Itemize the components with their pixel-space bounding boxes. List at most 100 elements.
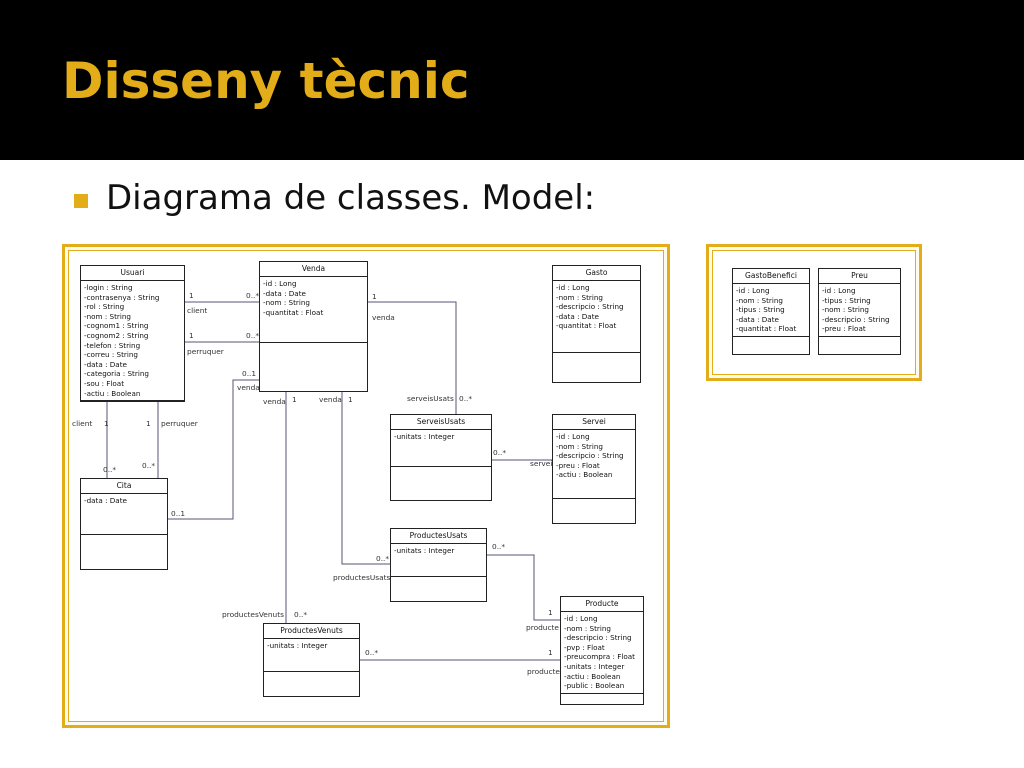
class-attribute: -correu : String [84, 350, 138, 360]
class-attribute: -id : Long [263, 279, 297, 288]
label-role: producte [527, 667, 560, 676]
class-attribute: -preu : Float [556, 460, 600, 470]
class-gasto: Gasto -id : Long-nom : String-descripcio… [552, 265, 641, 383]
class-venda: Venda -id : Long-data : Date-nom : Strin… [259, 261, 368, 392]
title-bar [0, 0, 1024, 160]
class-attribute: -public : Boolean [564, 681, 625, 691]
label-mult: 1 [104, 419, 109, 428]
class-productesvenuts: ProductesVenuts -unitats : Integer [263, 623, 360, 697]
class-attributes: -id : Long-nom : String-descripcio : Str… [561, 612, 643, 694]
label-mult: 0..1 [242, 369, 256, 378]
label-mult: 0..* [459, 394, 472, 403]
label-mult: 1 [548, 608, 553, 617]
class-serveisusats: ServeisUsats -unitats : Integer [390, 414, 492, 501]
class-attribute: -quantitat : Float [263, 307, 324, 317]
class-usuari: Usuari -login : String-contrasenya : Str… [80, 265, 185, 402]
class-name: Servei [553, 415, 635, 430]
label-role: venda [263, 397, 286, 406]
label-mult: 1 [146, 419, 151, 428]
class-attribute: -preu : Float [822, 324, 866, 334]
class-attribute: -telefon : String [84, 340, 141, 350]
label-mult: 0..* [103, 465, 116, 474]
class-attributes: -data : Date [81, 494, 167, 535]
class-attribute: -cognom1 : String [84, 321, 149, 331]
class-cita: Cita -data : Date [80, 478, 168, 570]
class-attribute: -nom : String [564, 623, 611, 633]
class-attributes: -id : Long-nom : String-tipus : String-d… [733, 284, 809, 337]
class-attribute: -pvp : Float [564, 642, 605, 652]
class-preu: Preu -id : Long-tipus : String-nom : Str… [818, 268, 901, 355]
class-attribute: -rol : String [84, 302, 125, 312]
label-mult: 1 [348, 395, 353, 404]
class-attributes: -id : Long-nom : String-descripcio : Str… [553, 430, 635, 499]
label-mult: 0..* [142, 461, 155, 470]
class-attribute: -actiu : Boolean [564, 671, 621, 681]
label-mult: 1 [372, 292, 377, 301]
label-mult: 0..* [246, 331, 259, 340]
class-attribute: -preucompra : Float [564, 652, 635, 662]
label-role: venda [319, 395, 342, 404]
class-name: Usuari [81, 266, 184, 281]
class-attribute: -data : Date [84, 359, 127, 369]
class-attributes: -id : Long-nom : String-descripcio : Str… [553, 281, 640, 353]
class-attribute: -unitats : Integer [564, 661, 625, 671]
label-mult: 0..* [246, 291, 259, 300]
class-name: Venda [260, 262, 367, 277]
label-role: client [187, 306, 207, 315]
label-mult: 0..* [492, 542, 505, 551]
class-attributes: -id : Long-data : Date-nom : String-quan… [260, 277, 367, 343]
class-attribute: -cognom2 : String [84, 330, 149, 340]
class-name: Producte [561, 597, 643, 612]
class-attribute: -descripcio : String [556, 302, 624, 312]
class-name: GastoBenefici [733, 269, 809, 284]
class-attribute: -descripcio : String [564, 633, 632, 643]
class-gastobenefici: GastoBenefici -id : Long-nom : String-ti… [732, 268, 810, 355]
class-attribute: -descripcio : String [822, 314, 890, 324]
class-productesusats: ProductesUsats -unitats : Integer [390, 528, 487, 602]
label-role: servei [530, 459, 552, 468]
class-attribute: -quantitat : Float [556, 321, 617, 331]
label-mult: 0..1 [171, 509, 185, 518]
label-role: client [72, 419, 92, 428]
class-attribute: -categoria : String [84, 369, 149, 379]
class-attribute: -quantitat : Float [736, 324, 797, 334]
label-mult: 0..* [376, 554, 389, 563]
class-attribute: -tipus : String [736, 305, 785, 315]
class-attribute: -contrasenya : String [84, 292, 160, 302]
label-mult: 1 [548, 648, 553, 657]
class-attributes: -unitats : Integer [264, 639, 359, 672]
class-attributes: -id : Long-tipus : String-nom : String-d… [819, 284, 900, 337]
class-attribute: -id : Long [822, 286, 856, 295]
label-mult: 0..* [365, 648, 378, 657]
class-attribute: -sou : Float [84, 378, 125, 388]
class-attribute: -nom : String [263, 298, 310, 308]
class-attribute: -data : Date [84, 496, 127, 505]
bullet-square-icon [74, 194, 88, 208]
class-attributes: -unitats : Integer [391, 544, 486, 577]
label-mult: 1 [189, 331, 194, 340]
class-attribute: -nom : String [736, 295, 783, 305]
class-producte: Producte -id : Long-nom : String-descrip… [560, 596, 644, 705]
class-attribute: -nom : String [556, 292, 603, 302]
label-mult: 1 [189, 291, 194, 300]
label-mult: 1 [292, 395, 297, 404]
class-attribute: -nom : String [822, 305, 869, 315]
label-role: perruquer [187, 347, 225, 356]
class-name: Gasto [553, 266, 640, 281]
class-name: ServeisUsats [391, 415, 491, 430]
class-attribute: -unitats : Integer [394, 432, 455, 441]
class-attribute: -data : Date [736, 314, 779, 324]
class-servei: Servei -id : Long-nom : String-descripci… [552, 414, 636, 524]
label-role: venda [372, 313, 395, 322]
slide-title: Disseny tècnic [62, 52, 470, 110]
class-attribute: -descripcio : String [556, 451, 624, 461]
class-attribute: -data : Date [263, 288, 306, 298]
class-name: Cita [81, 479, 167, 494]
class-attribute: -id : Long [736, 286, 770, 295]
class-attribute: -login : String [84, 283, 133, 292]
class-name: ProductesUsats [391, 529, 486, 544]
class-attribute: -unitats : Integer [394, 546, 455, 555]
class-attribute: -actiu : Boolean [84, 388, 141, 398]
class-attribute: -data : Date [556, 311, 599, 321]
